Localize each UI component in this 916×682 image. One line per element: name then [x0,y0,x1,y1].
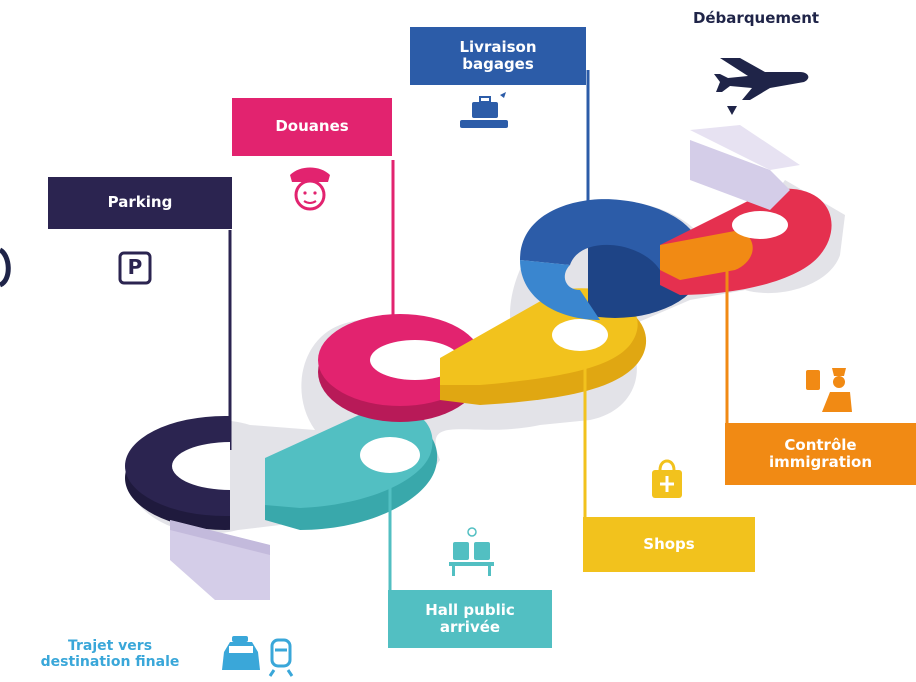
parking-sign-letter: P [127,255,143,279]
poles-front [388,250,729,590]
baggage-belt-icon [460,92,508,128]
entry-tail [690,140,790,210]
segment-parking [125,416,230,530]
parking-sign-icon [118,251,152,285]
segment-livraison-top [520,199,700,320]
flag-controle-immigration: Contrôle immigration [725,423,916,485]
poles [228,70,590,450]
segment-controle [660,188,832,295]
shopping-bag-icon [652,459,682,498]
flag-parking: Parking [48,177,232,229]
entry-tail-top [690,125,800,170]
taxi-icon [222,636,260,670]
flag-shops: Shops [583,517,755,572]
down-arrow-icon [727,106,737,115]
plane-icon [714,58,809,100]
edge-fragment [0,247,11,288]
immigration-officer-icon [806,368,852,412]
waiting-seats-icon [449,527,494,576]
exit-tail-top [170,520,270,555]
flag-hall-public: Hall public arrivée [388,590,552,648]
flag-douanes: Douanes [232,98,392,156]
label-debarquement: Débarquement [692,9,820,27]
tram-icon [268,638,294,677]
officer-icon [290,167,330,211]
segment-hall [265,407,438,530]
flag-livraison-bagages: Livraison bagages [410,27,586,85]
label-trajet: Trajet vers destination finale [40,638,180,671]
